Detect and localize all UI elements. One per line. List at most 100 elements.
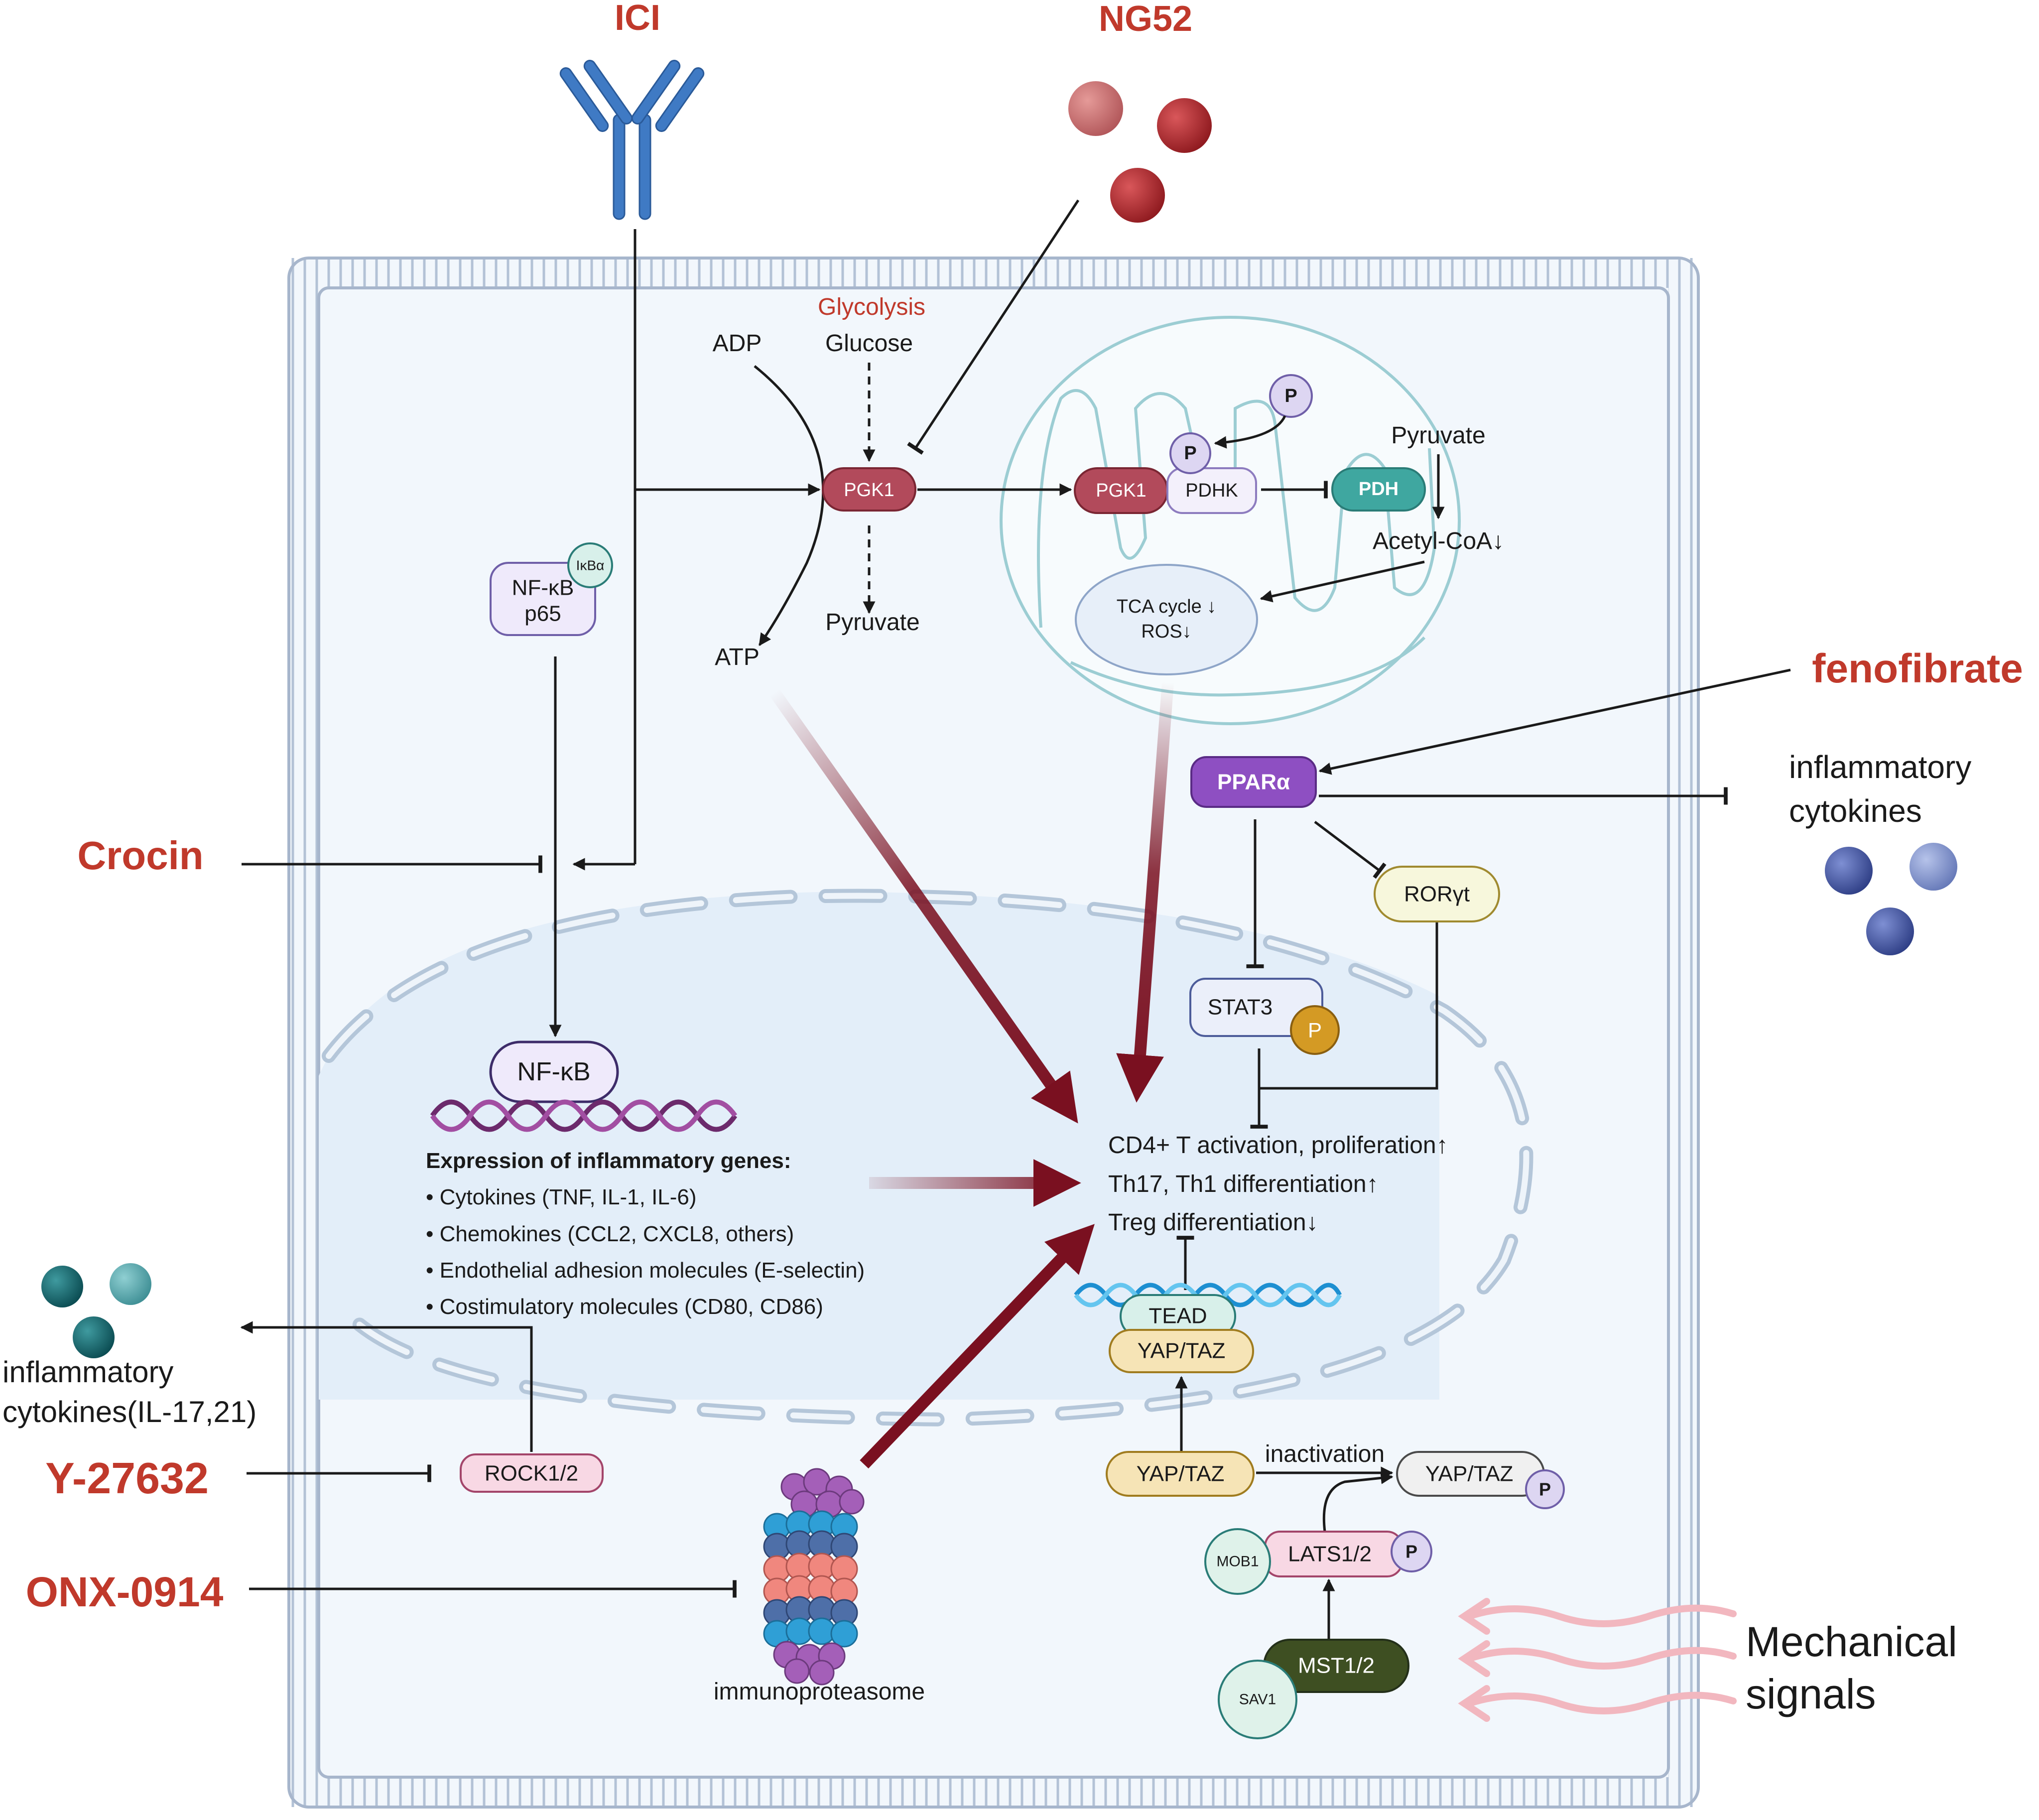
svg-text:TEAD: TEAD (1148, 1304, 1207, 1328)
adp-to-atp-arrow (754, 365, 825, 647)
mob1-node: MOB1 (1204, 1528, 1271, 1595)
svg-text:PDH: PDH (1359, 479, 1399, 500)
drug-crocin: Crocin (77, 833, 203, 878)
svg-text:LATS1/2: LATS1/2 (1288, 1542, 1372, 1566)
svg-text:PPARα: PPARα (1217, 770, 1290, 794)
p-pdhk-badge: P (1169, 432, 1211, 474)
outcome-line2: Th17, Th1 differentiation↑ (1108, 1171, 1379, 1197)
ppar-cytokines-line1: inflammatory (1789, 749, 1971, 785)
svg-text:p65: p65 (524, 602, 561, 626)
svg-text:P: P (1284, 386, 1297, 406)
p-stat3-badge: P (1290, 1005, 1340, 1055)
svg-text:YAP/TAZ: YAP/TAZ (1425, 1462, 1514, 1486)
svg-text:STAT3: STAT3 (1208, 995, 1273, 1020)
ikba-badge: IκBα (567, 542, 613, 588)
nfkb-complex-node: NF-κB p65 (490, 562, 596, 636)
drug-ici: ICI (615, 0, 660, 38)
glycolysis-pyruvate-label: Pyruvate (825, 609, 919, 636)
svg-text:RORγt: RORγt (1404, 882, 1470, 907)
outcome-line3: Treg differentiation↓ (1108, 1209, 1318, 1236)
pgk1-node: PGK1 (822, 467, 916, 512)
tca-node: TCA cycle ↓ ROS↓ (1075, 564, 1258, 675)
tead-node: TEAD (1120, 1294, 1236, 1338)
svg-text:MST1/2: MST1/2 (1298, 1654, 1375, 1678)
acetyl-to-tca-arrow (1260, 560, 1425, 603)
p-lats-badge: P (1391, 1531, 1432, 1572)
atp-to-outcome-arrow (769, 689, 1078, 1124)
adp-label: ADP (713, 330, 762, 357)
glucose-label: Glucose (825, 330, 913, 357)
proteasome-to-outcome-arrow (860, 1224, 1095, 1469)
mech-line1: Mechanical (1746, 1618, 1957, 1665)
svg-text:YAP/TAZ: YAP/TAZ (1138, 1339, 1226, 1363)
p-top-badge: P (1269, 374, 1313, 418)
svg-text:P: P (1308, 1019, 1322, 1042)
dna-helix-icon (430, 1099, 738, 1132)
ng52-molecules-icon (1068, 81, 1212, 223)
svg-text:ROS↓: ROS↓ (1141, 621, 1191, 642)
glycolysis-title: Glycolysis (818, 294, 925, 320)
cytokine-molecules-teal-icon (41, 1263, 151, 1358)
genes-title: Expression of inflammatory genes: (426, 1149, 791, 1173)
ppara-inhibits-rorgt (1314, 821, 1387, 879)
immunoproteasome-icon (763, 1468, 865, 1686)
p-transfer-arrow (1214, 415, 1286, 449)
ng52-inhibits-pgk1 (907, 199, 1080, 455)
mst-node: MST1/2 (1263, 1639, 1409, 1693)
outcome-line1: CD4+ T activation, proliferation↑ (1108, 1132, 1448, 1159)
inactivation-label: inactivation (1265, 1441, 1385, 1467)
atp-label: ATP (715, 644, 760, 670)
yaptaz-p-node: YAP/TAZ (1396, 1451, 1545, 1497)
svg-text:P: P (1405, 1542, 1417, 1562)
svg-text:SAV1: SAV1 (1239, 1691, 1276, 1708)
yaptaz-node: YAP/TAZ (1106, 1451, 1255, 1497)
cytokine-molecules-blue-icon (1825, 843, 1957, 955)
ppara-node: PPARα (1190, 756, 1317, 808)
mito-pyruvate-label: Pyruvate (1391, 422, 1485, 449)
p-yaptaz-badge: P (1525, 1469, 1565, 1509)
rorgt-to-junction-line (1259, 922, 1438, 1090)
svg-text:YAP/TAZ: YAP/TAZ (1137, 1462, 1225, 1486)
genes-item-0: • Cytokines (TNF, IL-1, IL-6) (426, 1185, 697, 1209)
pdhk-node: PDHK (1166, 467, 1257, 514)
mechanical-wave-icon (1458, 1598, 1737, 1722)
lats-node: LATS1/2 (1264, 1531, 1403, 1577)
rock-node: ROCK1/2 (460, 1453, 604, 1493)
genes-item-1: • Chemokines (CCL2, CXCL8, others) (426, 1222, 794, 1246)
tca-to-outcome-arrow (1116, 682, 1174, 1103)
svg-text:PGK1: PGK1 (1096, 480, 1146, 501)
svg-text:MOB1: MOB1 (1216, 1554, 1259, 1570)
svg-text:PDHK: PDHK (1185, 480, 1238, 501)
mitochondrion (1000, 316, 1461, 725)
sav1-node: SAV1 (1218, 1660, 1297, 1739)
stat3-node: STAT3 (1189, 978, 1323, 1037)
svg-text:ROCK1/2: ROCK1/2 (485, 1461, 578, 1486)
antibody-icon (559, 60, 705, 220)
rock-cytokines-line1: inflammatory (2, 1355, 173, 1389)
drug-y27632: Y-27632 (45, 1453, 209, 1503)
svg-text:PGK1: PGK1 (844, 480, 894, 501)
genes-item-2: • Endothelial adhesion molecules (E-sele… (426, 1258, 865, 1283)
drug-onx0914: ONX-0914 (26, 1568, 224, 1615)
immunoproteasome-label: immunoproteasome (714, 1679, 925, 1705)
drug-ng52: NG52 (1099, 0, 1192, 39)
mito-pgk1-node: PGK1 (1074, 467, 1168, 514)
rock-cytokines-line2: cytokines(IL-17,21) (2, 1395, 256, 1429)
genes-item-3: • Costimulatory molecules (CD80, CD86) (426, 1295, 823, 1319)
rorgt-node: RORγt (1374, 866, 1500, 922)
nucleus (319, 889, 1533, 1427)
lats-to-yaptaz-arrow (1322, 1471, 1394, 1532)
fenofibrate-to-ppara-arrow (1318, 668, 1791, 775)
pdh-node: PDH (1331, 467, 1426, 512)
svg-text:NF-κB: NF-κB (512, 576, 574, 600)
yaptaz-nuclear-node: YAP/TAZ (1109, 1329, 1254, 1373)
drug-fenofibrate: fenofibrate (1812, 646, 2023, 691)
svg-text:TCA cycle ↓: TCA cycle ↓ (1117, 596, 1217, 617)
svg-text:P: P (1539, 1479, 1551, 1500)
rock-to-cytokines-arrow (240, 1321, 533, 1452)
ppar-cytokines-line2: cytokines (1789, 793, 1922, 829)
svg-text:IκBα: IκBα (576, 558, 605, 573)
acetyl-coa-label: Acetyl-CoA↓ (1373, 528, 1504, 554)
nuclear-nfkb-node: NF-κB (489, 1040, 619, 1103)
